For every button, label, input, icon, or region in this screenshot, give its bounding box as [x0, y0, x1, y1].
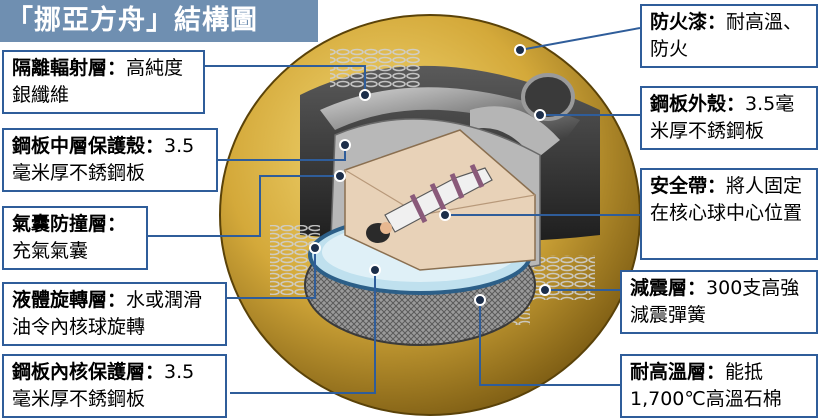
label-desc: 充氣氣囊: [12, 240, 89, 262]
label-name: 鋼板外殼：: [650, 93, 746, 115]
label-safety-belt: 安全帶：將人固定在核心球中心位置: [640, 168, 818, 260]
label-desc: 3.5毫米厚不銹鋼板: [12, 135, 195, 184]
page-title: 「挪亞方舟」結構圖: [0, 0, 318, 42]
label-fireproof-paint: 防火漆：耐高溫、防火: [640, 4, 818, 68]
label-desc: 水或潤滑油令內核球旋轉: [12, 289, 203, 338]
leader-steel-inner: [230, 270, 376, 394]
leader-fireproof: [519, 27, 641, 51]
label-name: 減震層：: [630, 277, 707, 299]
label-steel-inner-core: 鋼板內核保護層：3.5 毫米厚不銹鋼板: [2, 354, 227, 418]
leader-dot-heat: [474, 294, 486, 306]
leader-dot-airbag: [334, 170, 346, 182]
label-name: 鋼板內核保護層：: [12, 361, 165, 383]
leader-dot-steel-inner: [369, 264, 381, 276]
label-steel-middle-shell: 鋼板中層保護殼：3.5毫米厚不銹鋼板: [2, 128, 218, 192]
label-name: 隔離輻射層：: [12, 57, 127, 79]
person-figure: [366, 163, 493, 243]
label-desc: 300支高強減震彈簧: [630, 277, 800, 326]
label-radiation-layer: 隔離輻射層：高純度銀纖維: [2, 50, 205, 114]
leader-dot-steel-middle: [339, 139, 351, 151]
label-desc: 3.5 毫米厚不銹鋼板: [12, 361, 195, 410]
label-airbag-layer: 氣囊防撞層： 充氣氣囊: [2, 206, 148, 270]
leader-dot-liquid: [309, 242, 321, 254]
label-desc: 耐高溫、防火: [650, 11, 803, 60]
leader-dots: [309, 44, 551, 306]
leader-dot-steel-outer: [534, 109, 546, 121]
label-name: 防火漆：: [650, 11, 727, 33]
leader-lines: [148, 27, 641, 394]
leader-airbag: [148, 175, 340, 237]
leader-dot-radiation: [359, 89, 371, 101]
label-name: 安全帶：: [650, 175, 727, 197]
leader-radiation: [205, 65, 366, 95]
label-heat-resistant-layer: 耐高溫層：能抵1,700℃高溫石棉: [620, 354, 818, 418]
label-name: 鋼板中層保護殼：: [12, 135, 165, 157]
label-shock-layer: 減震層：300支高強減震彈簧: [620, 270, 818, 334]
label-desc: 將人固定在核心球中心位置: [650, 175, 803, 224]
label-desc: 3.5毫米厚不銹鋼板: [650, 93, 795, 142]
label-desc: 能抵1,700℃高溫石棉: [630, 361, 782, 410]
label-liquid-rotation-layer: 液體旋轉層：水或潤滑油令內核球旋轉: [2, 282, 227, 346]
label-steel-outer-shell: 鋼板外殼：3.5毫米厚不銹鋼板: [640, 86, 818, 150]
leader-dot-belt: [439, 209, 451, 221]
safety-belt: [409, 163, 485, 224]
label-desc: 高純度銀纖維: [12, 57, 184, 106]
steel-outer-shell: [320, 73, 580, 160]
leader-dot-fireproof: [514, 44, 526, 56]
label-name: 耐高溫層：: [630, 361, 726, 383]
leader-dot-spring: [539, 284, 551, 296]
label-name: 液體旋轉層：: [12, 289, 127, 311]
leader-liquid: [200, 248, 316, 299]
leader-heat: [479, 300, 640, 386]
label-name: 氣囊防撞層：: [12, 213, 127, 235]
